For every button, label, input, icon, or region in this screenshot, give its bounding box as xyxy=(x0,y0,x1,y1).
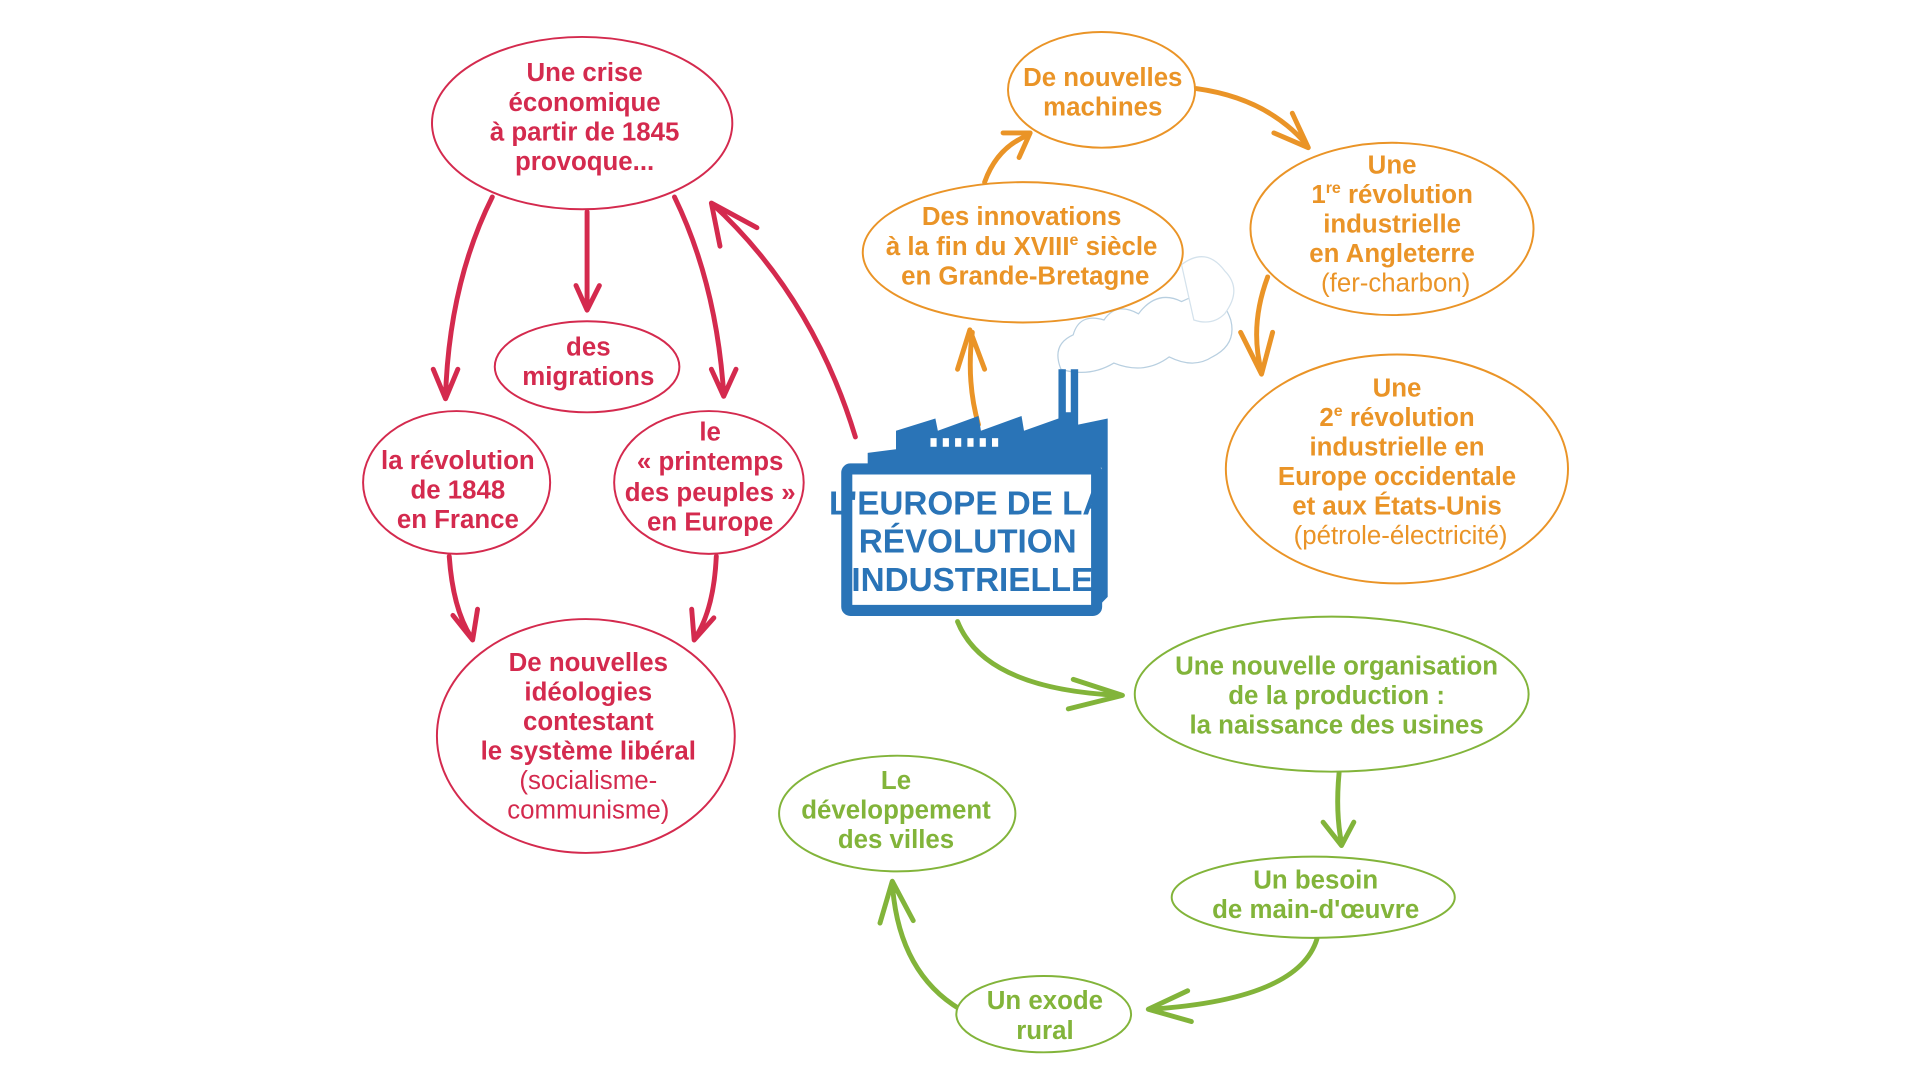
main-title: L'EUROPE DE LA RÉVOLUTION INDUSTRIELLE xyxy=(829,485,1116,598)
red-arrows xyxy=(430,194,858,643)
arrow-1848-to-ideologies xyxy=(446,553,480,643)
arrow-crisis-to-migrations xyxy=(573,209,602,313)
orange-arrows xyxy=(955,86,1311,428)
green-arrows xyxy=(877,619,1357,1024)
arrow-1re-to-2e xyxy=(1238,274,1276,377)
arrow-labour-to-exodus xyxy=(1145,936,1320,1024)
arrow-innovations-to-machines xyxy=(982,130,1033,185)
factory-icon xyxy=(867,369,1108,604)
node-first-revolution: Une 1re révolution industrielle en Angle… xyxy=(1249,141,1535,317)
smoke-cloud-icon-2 xyxy=(1180,256,1235,323)
svg-text:Une 1re révolution: Une 1re révolution industrielle en Angle… xyxy=(1309,152,1482,298)
svg-text:Des innovations à la fin: Des innovations à la fin du XVIIIe siècl… xyxy=(886,203,1165,290)
arrow-crisis-to-1848 xyxy=(430,194,495,402)
arrow-center-to-crisis xyxy=(708,200,858,440)
arrow-printemps-to-ideologies xyxy=(689,553,719,643)
arrow-crisis-to-printemps xyxy=(672,194,739,399)
node-innovations: Des innovations à la fin du XVIIIe siècl… xyxy=(861,181,1184,324)
svg-text:Une 2e révolution: Une 2e révolution industrielle en Europe… xyxy=(1278,374,1523,550)
node-second-revolution: Une 2e révolution industrielle en Europe… xyxy=(1224,353,1569,585)
arrow-machines-to-1re xyxy=(1193,86,1311,151)
arrow-center-to-innovations xyxy=(955,327,988,428)
factory-title-block: L'EUROPE DE LA RÉVOLUTION INDUSTRIELLE xyxy=(829,369,1116,616)
arrow-exodus-to-cities xyxy=(877,878,963,1012)
factory-windows xyxy=(930,438,999,447)
arrow-center-to-organisation xyxy=(955,619,1125,712)
arrow-organisation-to-labour xyxy=(1320,770,1357,848)
title-frame xyxy=(841,463,1103,616)
